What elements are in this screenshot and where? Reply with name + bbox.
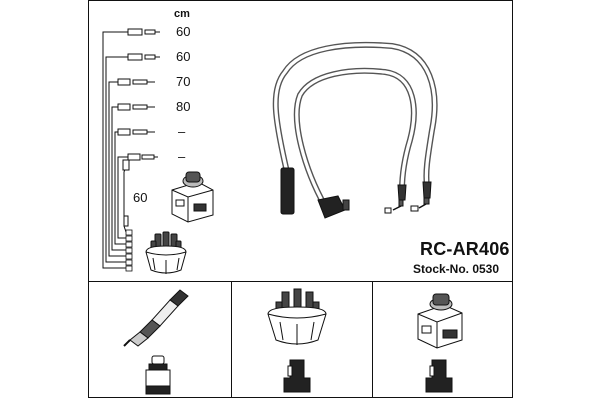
connector-6 bbox=[127, 153, 158, 161]
terminal-block bbox=[125, 229, 133, 272]
terminal-boot-1 bbox=[397, 184, 407, 201]
ignition-coil-panel-icon bbox=[417, 293, 463, 349]
wire-length-1: 60 bbox=[176, 24, 191, 39]
wire-length-5: – bbox=[178, 124, 186, 139]
stock-number: Stock-No. 0530 bbox=[413, 262, 500, 276]
wire-4-path bbox=[111, 106, 126, 251]
lower-panel-divider bbox=[88, 281, 513, 282]
plug-terminal-type-icon bbox=[145, 355, 171, 395]
wire-5-path bbox=[114, 131, 126, 245]
diagram-frame bbox=[88, 0, 513, 398]
connector-3 bbox=[117, 78, 155, 86]
terminal-boot-2 bbox=[422, 181, 432, 199]
connector-5 bbox=[117, 128, 155, 136]
distributor-cap-icon bbox=[145, 231, 187, 274]
coil-lead-length: 60 bbox=[133, 190, 148, 205]
wire-2-path bbox=[105, 56, 128, 263]
connector-coil-lead bbox=[122, 159, 130, 227]
angled-boot bbox=[317, 195, 346, 219]
wire-6-path bbox=[117, 156, 128, 239]
connector-2 bbox=[127, 53, 160, 61]
part-code: RC-AR406 bbox=[420, 239, 510, 259]
wire-1-path bbox=[102, 31, 128, 269]
ignition-cables bbox=[272, 41, 438, 209]
cable-boots bbox=[280, 167, 432, 219]
unit-label: cm bbox=[174, 8, 190, 20]
ignition-coil-icon bbox=[171, 171, 214, 223]
panel-separator-1 bbox=[231, 281, 232, 398]
wire-connectors bbox=[117, 28, 160, 227]
panel-separator-2 bbox=[372, 281, 373, 398]
spark-plug-icon bbox=[123, 289, 189, 347]
wire-length-6: – bbox=[178, 149, 186, 164]
distributor-cap-panel-icon bbox=[267, 288, 327, 345]
straight-boot bbox=[280, 167, 295, 215]
cap-terminal-type-icon bbox=[283, 359, 311, 393]
coil-terminal-type-icon bbox=[425, 359, 453, 393]
connector-4 bbox=[117, 103, 155, 111]
wiring-schematic bbox=[102, 31, 128, 269]
connector-1 bbox=[127, 28, 160, 36]
wire-length-2: 60 bbox=[176, 49, 191, 64]
wire-length-4: 80 bbox=[176, 99, 191, 114]
wire-length-3: 70 bbox=[176, 74, 191, 89]
wire-3-path bbox=[108, 81, 126, 257]
